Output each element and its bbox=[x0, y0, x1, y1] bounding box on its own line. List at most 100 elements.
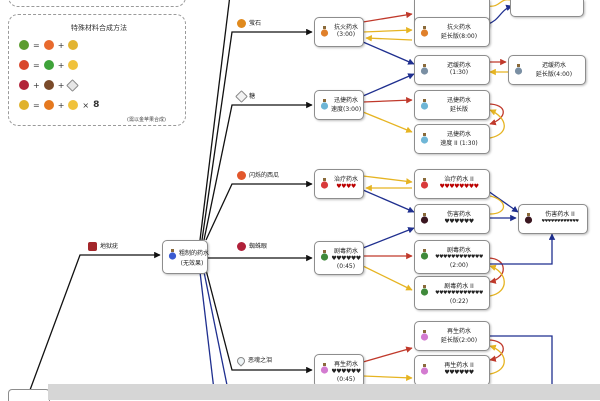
edge-swift-yellow bbox=[362, 111, 413, 133]
ingredient-sugar-label: 糖 bbox=[249, 93, 256, 100]
edge-heal-navy bbox=[362, 189, 415, 213]
node-poison-ext-l1: 剧毒药水 bbox=[446, 247, 471, 254]
edge-fan-1 bbox=[199, 0, 231, 241]
legend-operator: = bbox=[33, 100, 40, 110]
node-slowness-ext-l2: 延长版(4:00) bbox=[535, 71, 573, 78]
ingredient-spider-eye-label: 蜘蛛眼 bbox=[249, 243, 268, 250]
node-harming: 伤害药水 ♥♥♥♥♥♥ bbox=[414, 204, 490, 234]
legend-title: 特殊材料合成方法 bbox=[71, 24, 127, 32]
legend-operator: = bbox=[33, 40, 40, 50]
potion-flask-icon bbox=[420, 99, 429, 110]
node-healing-l2: ♥♥♥♥ bbox=[336, 183, 356, 190]
node-fire-res: 抗火药水 (3:00) bbox=[314, 17, 364, 47]
potion-flask-icon bbox=[420, 64, 429, 75]
node-swift-l2: 速度(3:00) bbox=[331, 106, 362, 113]
node-regen-l2: ♥♥♥♥♥♥ bbox=[331, 368, 361, 375]
sugar-icon bbox=[66, 78, 80, 92]
potion-flask-icon bbox=[420, 178, 429, 189]
ingredient-sugar: 糖 bbox=[235, 90, 256, 103]
node-poison-l3: (0:45) bbox=[336, 263, 356, 270]
node-slowness-l1: 迟缓药水 bbox=[446, 62, 471, 69]
node-healing-2-l1: 治疗药水 II bbox=[444, 176, 474, 183]
potion-flask-icon bbox=[420, 285, 429, 296]
legend-operator: = bbox=[33, 60, 40, 70]
node-fire-res-l1: 抗火药水 bbox=[333, 24, 358, 31]
carrot-icon bbox=[43, 100, 54, 110]
legend-note: (需以金苹果合成) bbox=[127, 117, 166, 123]
legend-box: 特殊材料合成方法 =+=+++=+×8 (需以金苹果合成) bbox=[8, 14, 186, 126]
edge-fan-4 bbox=[205, 180, 313, 241]
node-poison-ext-l2: ♥♥♥♥♥♥♥♥♥♥♥♥ bbox=[435, 254, 483, 260]
node-poison-ext: 剧毒药水 ♥♥♥♥♥♥♥♥♥♥♥♥ (2:00) bbox=[414, 240, 490, 274]
node-harming-2: 伤害药水 II ♥♥♥♥♥♥♥♥♥♥♥♥ bbox=[518, 204, 588, 234]
node-poison-l2: ♥♥♥♥♥♥ bbox=[331, 255, 361, 262]
potion-flask-icon bbox=[320, 99, 329, 110]
legend-operator: + bbox=[57, 40, 65, 50]
legend-operator: + bbox=[57, 60, 65, 70]
node-regen: 再生药水 ♥♥♥♥♥♥ (0:45) bbox=[314, 354, 364, 388]
node-fire-res-ext-l2: 延长版(8:00) bbox=[440, 33, 478, 40]
node-healing: 治疗药水 ♥♥♥♥ bbox=[314, 169, 364, 199]
magma-cream-icon bbox=[237, 19, 246, 28]
node-regen-2-l1: 再生药水 II bbox=[444, 362, 474, 369]
legend-row: =+ bbox=[19, 39, 79, 51]
potion-flask-icon bbox=[420, 249, 429, 260]
node-slowness-l2: (1:30) bbox=[449, 69, 469, 76]
node-regen-l1: 再生药水 bbox=[333, 361, 358, 368]
node-awkward: 粗制的药水 (无效果) bbox=[162, 240, 210, 274]
edge-swift-red bbox=[362, 96, 413, 104]
melon-icon bbox=[19, 60, 29, 70]
node-harming-l2: ♥♥♥♥♥♥ bbox=[444, 218, 474, 225]
legend-top-box bbox=[8, 0, 186, 7]
melon-icon bbox=[43, 60, 54, 70]
spider-eye-icon bbox=[237, 242, 246, 251]
edge-poison-yellow bbox=[362, 265, 413, 291]
node-swift-ext: 迅捷药水 延长版 bbox=[414, 90, 490, 120]
potion-flask-icon bbox=[420, 133, 429, 144]
node-awkward-l1: 粗制的药水 bbox=[179, 250, 210, 257]
node-poison-ext-l3: (2:00) bbox=[449, 262, 469, 269]
edge-regen-red bbox=[362, 346, 413, 363]
node-slowness-ext: 迟缓药水 延长版(4:00) bbox=[508, 55, 586, 85]
node-poison-2: 剧毒药水 II ♥♥♥♥♥♥♥♥♥♥♥♥ (0:22) bbox=[414, 276, 490, 310]
node-swift-ext-l1: 迅捷药水 bbox=[446, 97, 471, 104]
node-fire-res-top-right bbox=[510, 0, 584, 17]
edge-swift-navy bbox=[362, 73, 415, 97]
ingredient-glowstone-label: 萤石 bbox=[249, 20, 262, 27]
node-healing-2: 治疗药水 II ♥♥♥♥♥♥♥♥ bbox=[414, 169, 490, 199]
ingredient-spider-eye: 蜘蛛眼 bbox=[237, 241, 267, 251]
legend-row: ++ bbox=[19, 78, 80, 92]
node-regen-ext: 再生药水 延长版(2:00) bbox=[414, 321, 490, 351]
edge-fire-ext-top bbox=[487, 0, 510, 7]
edge-poison-ext-red bbox=[487, 257, 504, 284]
glistering-melon-icon bbox=[237, 171, 246, 180]
ingredient-wart-label: 地狱疣 bbox=[100, 243, 119, 250]
node-swift-2: 迅捷药水 速度 II (1:30) bbox=[414, 124, 490, 154]
node-swift-2-l1: 迅捷药水 bbox=[446, 131, 471, 138]
node-healing-2-l2: ♥♥♥♥♥♥♥♥ bbox=[439, 183, 479, 190]
carrot-icon bbox=[19, 100, 29, 110]
node-fire-res-l2: (3:00) bbox=[336, 31, 356, 38]
legend-row: =+×8 bbox=[19, 99, 99, 111]
node-fire-res-ext-l1: 抗火药水 bbox=[446, 24, 471, 31]
potion-flask-icon bbox=[420, 364, 429, 375]
nether-wart-icon bbox=[88, 242, 97, 251]
node-slowness-ext-l1: 迟缓药水 bbox=[541, 62, 566, 69]
gold-icon bbox=[68, 100, 79, 110]
node-swift-ext-l2: 延长版 bbox=[449, 106, 468, 113]
edge-fire-yellow bbox=[362, 26, 413, 34]
edge-poison-2-navy bbox=[488, 233, 556, 265]
potion-flask-icon bbox=[420, 330, 429, 341]
legend-row: =+ bbox=[19, 59, 79, 71]
edge-fan-7 bbox=[203, 271, 229, 391]
ingredient-ghast-tear: 恶魂之泪 bbox=[235, 354, 272, 367]
gold-icon bbox=[68, 60, 79, 70]
edge-regen-ext-red bbox=[487, 339, 504, 362]
node-regen-ext-l1: 再生药水 bbox=[446, 328, 471, 335]
apple-icon bbox=[19, 40, 29, 50]
edge-wart bbox=[29, 251, 161, 391]
node-harming-2-l1: 伤害药水 II bbox=[545, 211, 575, 218]
potion-flask-icon bbox=[420, 213, 429, 224]
edge-poison-2-yellow bbox=[489, 264, 505, 297]
